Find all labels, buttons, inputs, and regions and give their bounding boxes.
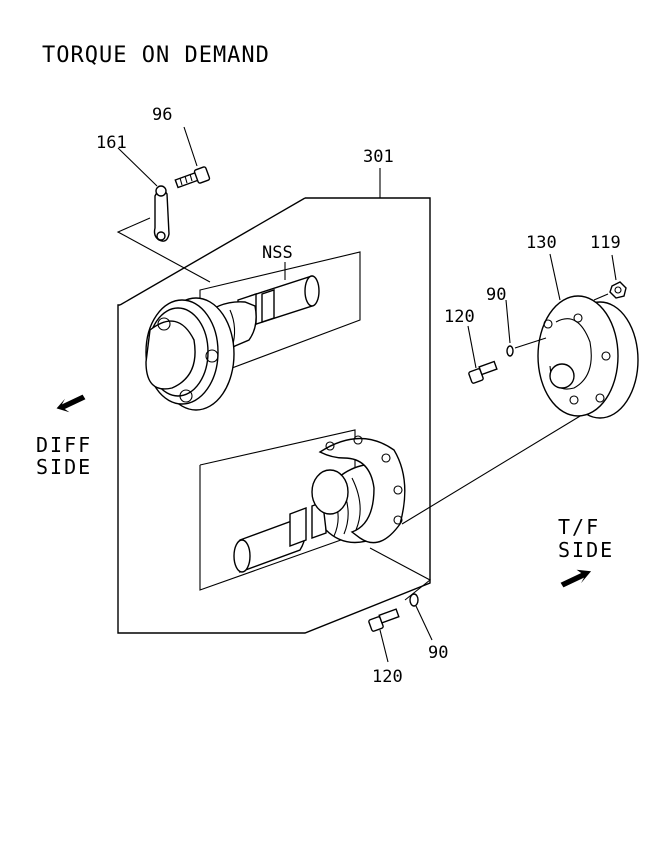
diff-side-label-line2: SIDE: [36, 455, 92, 479]
bolt-120-bottom: [368, 608, 400, 632]
leader-161-to-joint: [116, 217, 211, 283]
guide-90-top: [514, 337, 547, 349]
leader-96: [183, 126, 198, 167]
guide-line: [401, 403, 601, 525]
leader-119: [611, 254, 617, 281]
guide-lower: [369, 547, 431, 601]
leader-90-bottom: [415, 605, 433, 641]
callout-161: 161: [96, 133, 127, 153]
washer-90-top: [506, 345, 514, 357]
callout-96: 96: [152, 105, 172, 125]
tf-side-label-line1: T/F: [558, 515, 600, 539]
washer-90-bottom: [409, 593, 419, 607]
assembly-301-outline: [117, 197, 431, 634]
outer-cv-joint: [145, 275, 320, 411]
arrow-left-down-icon: [56, 394, 86, 413]
leader-161: [117, 147, 158, 187]
arrow-right-up-icon: [560, 569, 592, 588]
leader-120-bottom: [379, 629, 389, 663]
bracket-161: [153, 185, 170, 242]
leader-130: [549, 253, 561, 301]
tf-side-label-line2: SIDE: [558, 538, 614, 562]
nut-119: [609, 281, 627, 299]
callout-90-top: 90: [486, 285, 506, 305]
callout-130: 130: [526, 233, 557, 253]
callout-nss: NSS: [262, 243, 293, 263]
callout-120-bottom: 120: [372, 667, 403, 687]
flange-130: [537, 295, 639, 419]
leader-120-top: [467, 325, 477, 369]
callout-119: 119: [590, 233, 621, 253]
leader-90-top: [505, 299, 511, 344]
leader-119b: [593, 293, 609, 301]
callout-120-top: 120: [444, 307, 475, 327]
bolt-120-top: [468, 360, 498, 384]
callout-90-bottom: 90: [428, 643, 448, 663]
diagram-title: TORQUE ON DEMAND: [42, 43, 270, 68]
callout-301: 301: [363, 147, 394, 167]
diff-side-label-line1: DIFF: [36, 433, 92, 457]
bolt-96: [174, 166, 211, 189]
inner-cv-joint: [233, 435, 406, 574]
